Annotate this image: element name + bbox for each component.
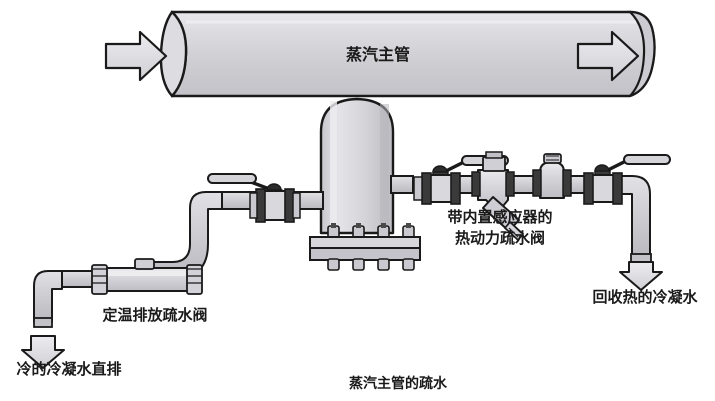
thermostatic-trap-assembly — [33, 258, 203, 328]
right-branch-outlet-elbow — [617, 175, 651, 259]
strainer-outlet-collar — [505, 171, 515, 197]
flange-plate-lower — [309, 247, 421, 261]
right-inlet-valve-flange-a — [421, 172, 432, 205]
thermodynamic-trap-label-line1: 带内置感应器的 — [447, 208, 552, 226]
strainer-inlet-collar — [471, 171, 481, 197]
cold-condensate-label: 冷的冷凝水直排 — [16, 360, 121, 378]
thermostatic-trap-cap — [134, 258, 155, 270]
left-ball-valve[interactable] — [207, 173, 301, 223]
flange-plate-upper — [309, 236, 421, 249]
thermostatic-trap-outlet-elbow — [33, 270, 63, 323]
left-valve-hub-outlet — [292, 192, 301, 219]
drip-pocket-body — [319, 97, 395, 235]
left-valve-body — [263, 190, 287, 221]
left-branch-elbow — [149, 191, 223, 280]
right-branch-stub — [390, 175, 414, 194]
thermostatic-trap-label: 定温排放疏水阀 — [102, 306, 207, 324]
thermodynamic-trap-sensor-cap — [543, 153, 562, 164]
thermostatic-trap-outlet-end — [33, 317, 53, 328]
strainer-top-nut — [485, 151, 503, 159]
drip-pocket-highlight — [330, 101, 337, 232]
thermostatic-trap-union-left — [91, 264, 108, 295]
left-valve-hub-inlet — [249, 192, 258, 219]
steam-flow-arrow-right — [576, 30, 640, 82]
steam-main-right-end — [627, 10, 656, 98]
thermodynamic-steam-trap — [532, 153, 572, 199]
right-outlet-valve-lever-grip[interactable] — [623, 154, 671, 165]
recovered-condensate-down-arrow — [619, 261, 663, 291]
thermostatic-trap-highlight — [108, 271, 186, 276]
cold-condensate-down-arrow — [21, 335, 65, 369]
drip-pocket-shade — [380, 104, 389, 232]
thermodynamic-trap-inlet-collar — [532, 169, 542, 197]
right-inlet-valve-body — [429, 174, 453, 203]
flange-bolts-lower — [327, 258, 415, 271]
drip-pocket-bolted-flange — [309, 223, 421, 271]
steam-flow-arrow-left — [104, 30, 168, 82]
left-valve-lever-grip[interactable] — [207, 173, 257, 184]
steam-main-label: 蒸汽主管 — [346, 45, 410, 64]
figure-caption: 蒸汽主管的疏水 — [349, 375, 448, 392]
steam-main-left-end — [159, 10, 188, 98]
right-outlet-valve-flange-b — [612, 172, 623, 205]
recovered-condensate-label: 回收热的冷凝水 — [592, 288, 698, 306]
thermodynamic-trap-label-line2: 热动力疏水阀 — [455, 229, 545, 247]
right-outlet-ball-valve[interactable] — [583, 154, 671, 205]
right-inlet-valve-flange-b — [450, 172, 461, 205]
right-outlet-valve-body — [591, 174, 615, 203]
drip-pocket — [319, 97, 395, 235]
thermostatic-trap-union-right — [186, 264, 203, 295]
strainer-top-cap — [482, 156, 506, 172]
steam-main-pipe — [159, 10, 656, 98]
right-inlet-valve-hub-a — [413, 176, 423, 201]
thermodynamic-trap-body — [539, 161, 565, 199]
strainer-blowdown-cap — [503, 220, 525, 242]
thermodynamic-trap-outlet-collar — [562, 169, 572, 197]
y-type-strainer — [471, 151, 525, 242]
right-outlet-valve-flange-a — [583, 172, 594, 205]
thermodynamic-trap-cap-ridges — [546, 155, 559, 161]
